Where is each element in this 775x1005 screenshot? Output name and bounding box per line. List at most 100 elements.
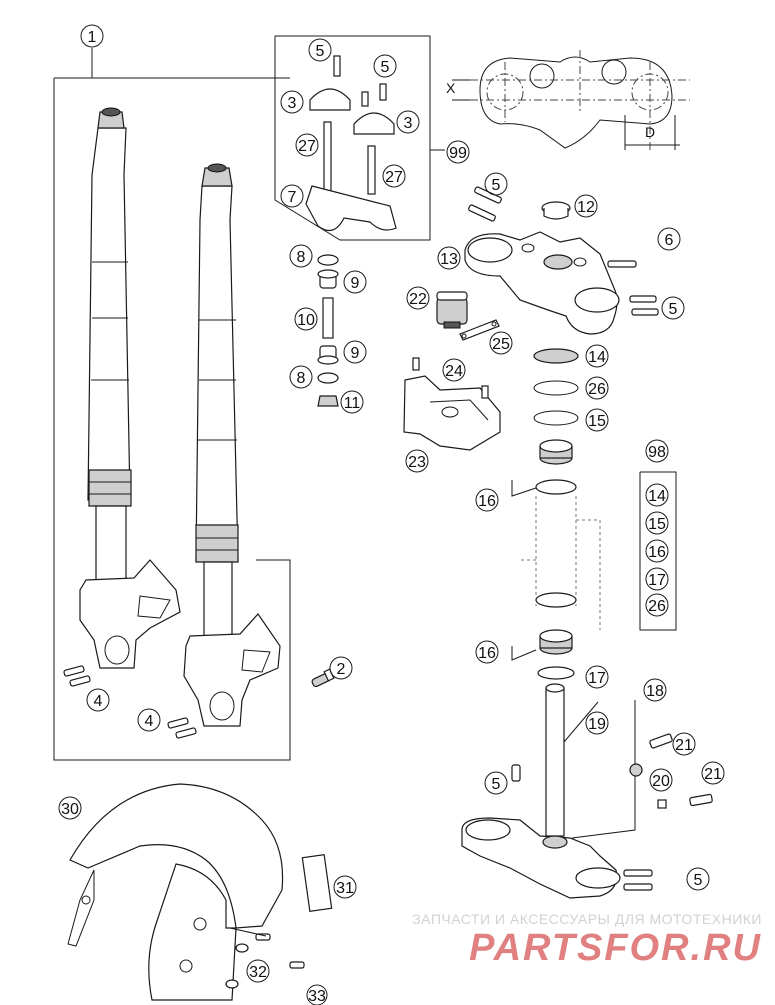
- svg-text:1: 1: [88, 29, 97, 46]
- svg-text:27: 27: [385, 169, 403, 186]
- bushing-9-top[interactable]: [317, 269, 339, 289]
- long-bolt-27-a[interactable]: [323, 121, 332, 195]
- upper-triple-clamp-13[interactable]: [464, 231, 620, 335]
- bracket-23[interactable]: [403, 375, 501, 451]
- callout-9-a: 9: [343, 270, 367, 294]
- bearing-race-16-bottom[interactable]: [535, 592, 577, 608]
- seal-17[interactable]: [537, 666, 575, 680]
- screws-32[interactable]: [225, 933, 305, 989]
- svg-text:7: 7: [288, 189, 297, 206]
- callout-27-a: 27: [295, 133, 319, 157]
- bolt-5-c[interactable]: [379, 83, 387, 101]
- svg-text:5: 5: [381, 59, 390, 76]
- fork-leg-left[interactable]: [79, 107, 181, 669]
- long-bolt-27-b[interactable]: [367, 145, 376, 195]
- bolt-5-lower-b[interactable]: [623, 869, 653, 877]
- bolt-24-a[interactable]: [412, 357, 420, 371]
- kit-98-item: 16: [645, 539, 669, 563]
- damper-22[interactable]: [436, 291, 468, 329]
- steering-nut-12[interactable]: [541, 201, 571, 220]
- callout-10: 10: [294, 307, 318, 331]
- bolts-4-left[interactable]: [63, 665, 91, 687]
- svg-text:5: 5: [694, 872, 703, 889]
- top-clamp-dimension-view: X D: [446, 50, 690, 150]
- callout-8-a: 8: [289, 244, 313, 268]
- svg-text:16: 16: [478, 645, 496, 662]
- callout-21-b: 21: [701, 761, 725, 785]
- pad-31[interactable]: [301, 854, 333, 912]
- svg-text:10: 10: [297, 312, 315, 329]
- callout-4-b: 4: [137, 708, 161, 732]
- watermark-tagline: ЗАПЧАСТИ И АКСЕССУАРЫ ДЛЯ МОТОТЕХНИКИ: [412, 911, 762, 927]
- kit-98-item: 14: [645, 483, 669, 507]
- callout-18-bracket: [571, 700, 636, 839]
- bar-mount-7[interactable]: [305, 185, 397, 232]
- bolt-5-upper-b[interactable]: [468, 204, 496, 222]
- svg-text:14: 14: [588, 349, 606, 366]
- kit-98-item: 26: [645, 593, 669, 617]
- callout-3-b: 3: [396, 110, 420, 134]
- svg-text:5: 5: [669, 301, 678, 318]
- bolt-5-b[interactable]: [361, 91, 369, 107]
- bolt-21-a[interactable]: [649, 733, 673, 749]
- callout-5-d: 5: [661, 296, 685, 320]
- svg-text:17: 17: [648, 572, 666, 589]
- svg-text:16: 16: [648, 544, 666, 561]
- bolt-24-b[interactable]: [481, 385, 489, 399]
- svg-text:2: 2: [337, 661, 346, 678]
- svg-text:4: 4: [94, 693, 103, 710]
- o-ring-26[interactable]: [533, 380, 579, 396]
- callout-14: 14: [585, 344, 609, 368]
- bolt-5-lower-c[interactable]: [623, 883, 653, 891]
- fork-leg-right[interactable]: [183, 163, 281, 727]
- bolts-4-right[interactable]: [167, 717, 197, 739]
- callout-5-b: 5: [373, 54, 397, 78]
- washer-8-top[interactable]: [317, 254, 339, 266]
- handlebar-clamp-kit-group: [274, 35, 445, 241]
- bolt-5-side-b[interactable]: [631, 308, 659, 316]
- svg-text:18: 18: [646, 683, 664, 700]
- bolt-6[interactable]: [607, 260, 637, 268]
- callout-16-a: 16: [475, 488, 499, 512]
- seal-ring-15[interactable]: [533, 410, 579, 426]
- sleeve-10[interactable]: [322, 297, 334, 339]
- dust-seal-14[interactable]: [533, 348, 579, 364]
- clamp-3-a[interactable]: [309, 88, 351, 111]
- callout-15: 15: [585, 408, 609, 432]
- callout-4-a: 4: [86, 688, 110, 712]
- lower-triple-clamp-18[interactable]: [461, 683, 621, 899]
- nut-11[interactable]: [317, 395, 339, 407]
- svg-text:12: 12: [577, 199, 595, 216]
- svg-text:19: 19: [588, 716, 606, 733]
- svg-text:27: 27: [298, 138, 316, 155]
- bolt-5-lower-a[interactable]: [511, 764, 521, 782]
- svg-text:30: 30: [61, 801, 79, 818]
- bushing-9-bottom[interactable]: [317, 345, 339, 365]
- svg-text:15: 15: [588, 413, 606, 430]
- bolt-21-b[interactable]: [689, 793, 713, 807]
- callout-20: 20: [649, 768, 673, 792]
- svg-text:5: 5: [492, 177, 501, 194]
- nut-20[interactable]: [629, 763, 643, 777]
- svg-text:9: 9: [351, 345, 360, 362]
- svg-text:26: 26: [588, 381, 606, 398]
- link-25[interactable]: [459, 319, 500, 341]
- callout-12: 12: [574, 194, 598, 218]
- front-fender-30[interactable]: [67, 783, 284, 1001]
- callout-99: 99: [446, 140, 470, 164]
- dimension-label-d: D: [645, 124, 655, 140]
- callout-32: 32: [246, 959, 270, 983]
- callout-25: 25: [489, 331, 513, 355]
- washer-8-bottom[interactable]: [317, 372, 339, 384]
- bearing-16-bottom[interactable]: [539, 629, 573, 655]
- callout-18: 18: [643, 678, 667, 702]
- callout-98: 98: [645, 439, 669, 463]
- bearing-16-top[interactable]: [539, 439, 573, 465]
- bearing-race-16-top[interactable]: [535, 479, 577, 495]
- nut-20-b[interactable]: [657, 799, 667, 809]
- bolt-5-a[interactable]: [333, 55, 341, 77]
- clamp-3-b[interactable]: [353, 112, 395, 135]
- bolt-5-side-a[interactable]: [629, 295, 657, 303]
- svg-text:21: 21: [704, 766, 722, 783]
- callout-26: 26: [585, 376, 609, 400]
